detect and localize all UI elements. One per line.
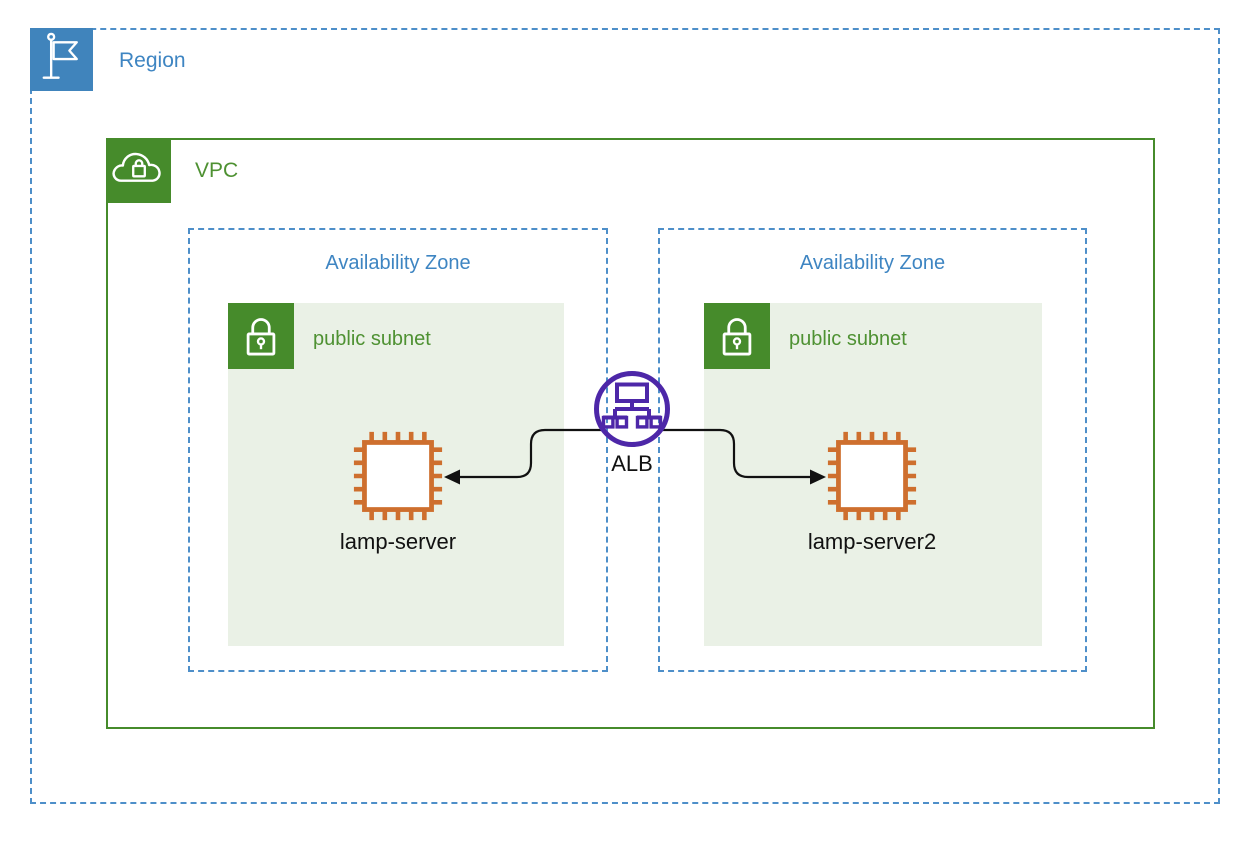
ec2-chip-icon	[826, 430, 918, 522]
vpc-label: VPC	[195, 159, 239, 182]
availability-zone-1-label: Availability Zone	[325, 252, 471, 274]
ec2-chip-icon	[352, 430, 444, 522]
alb-label: ALB	[611, 451, 653, 476]
alb-icon	[590, 367, 674, 451]
availability-zone-1-box: Availability Zone	[188, 228, 608, 672]
public-subnet-1-label: public subnet	[313, 328, 431, 350]
instance-1-label: lamp-server	[339, 529, 457, 554]
vpc-box	[106, 138, 1155, 729]
region-flag-icon	[30, 28, 93, 91]
vpc-cloud-lock-icon	[106, 138, 171, 203]
instance-2-label: lamp-server2	[807, 529, 937, 554]
padlock-icon	[704, 303, 770, 369]
region-box	[30, 28, 1220, 804]
padlock-icon	[228, 303, 294, 369]
availability-zone-2-label: Availability Zone	[799, 252, 946, 274]
region-label: Region	[119, 49, 186, 72]
public-subnet-2-label: public subnet	[789, 328, 907, 350]
availability-zone-2-box: Availability Zone	[658, 228, 1087, 672]
